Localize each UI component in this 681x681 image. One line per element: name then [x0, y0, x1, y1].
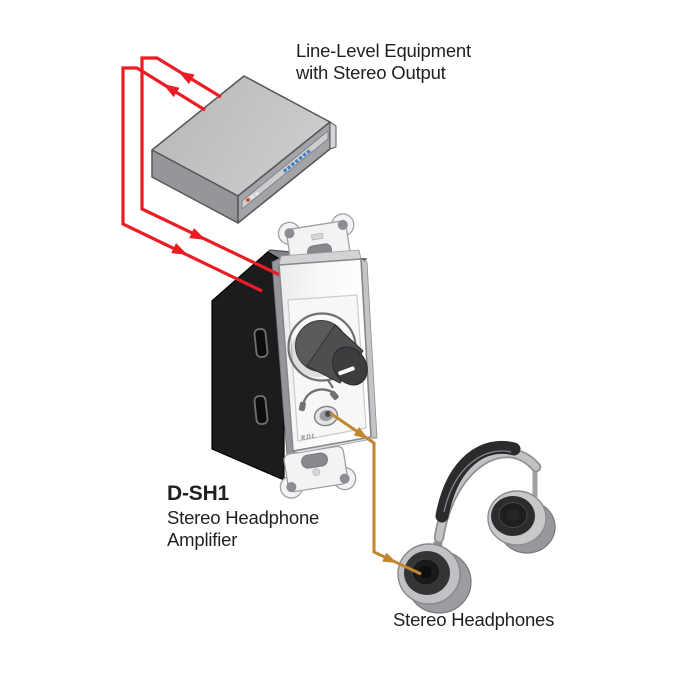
cable-arrow	[353, 427, 368, 439]
signal-wires	[121, 56, 285, 293]
volume-arc-tick	[327, 379, 334, 389]
equipment-button	[250, 194, 255, 200]
wire-arrow	[171, 243, 188, 255]
signal-wire-right-channel	[140, 56, 285, 279]
back-box-knockout	[253, 395, 269, 425]
equipment-label: Line-Level Equipment with Stereo Output	[296, 40, 471, 84]
equipment-end-cap	[329, 121, 337, 150]
headphones-label: Stereo Headphones	[393, 609, 555, 630]
amplifier-label: D-SH1 Stereo Headphone Amplifier	[167, 481, 319, 551]
wire-arrow	[189, 228, 206, 240]
headphone-cable-line	[329, 411, 422, 576]
equipment-button	[254, 191, 260, 197]
bracket-screw-hole	[337, 219, 348, 230]
back-box-side	[211, 251, 285, 481]
right-ear-cup	[487, 490, 556, 554]
amplifier-label-line1: Stereo Headphone	[167, 507, 320, 528]
wall-plate-amplifier: RDL	[278, 249, 378, 454]
bracket-notch	[312, 468, 321, 476]
headphone-cable-arrows	[353, 427, 397, 563]
wire-arrow	[163, 84, 180, 98]
volume-knob[interactable]	[290, 320, 374, 392]
knob-face	[332, 346, 368, 386]
equipment-label-line2: with Stereo Output	[296, 62, 446, 83]
plate-brand-text: RDL	[299, 432, 316, 442]
bracket-screw-hole	[284, 228, 295, 239]
knob-slot	[338, 366, 355, 376]
signal-wire-left-channel	[121, 66, 263, 293]
amplifier-model-label: D-SH1	[167, 482, 230, 505]
wire-arrow	[178, 71, 195, 84]
signal-wire-arrows	[163, 71, 206, 255]
bracket-screw-hole	[286, 482, 297, 493]
headphone-icon	[298, 388, 339, 412]
stereo-headphones-illustration	[397, 440, 556, 614]
equipment-label-line1: Line-Level Equipment	[296, 40, 471, 61]
amplifier-label-line2: Amplifier	[167, 529, 238, 550]
line-level-equipment-illustration	[151, 75, 337, 224]
equipment-power-led	[246, 198, 250, 202]
bracket-notch	[311, 232, 324, 241]
headband-pad	[435, 440, 521, 523]
bracket-slot	[301, 452, 328, 469]
bracket-screw-hole	[339, 473, 350, 484]
headband-pad-seam	[443, 450, 512, 513]
back-box-knockout	[253, 328, 269, 358]
cable-arrow	[382, 552, 397, 563]
headphone-jack[interactable]	[313, 404, 339, 427]
headphone-cable	[329, 411, 422, 576]
equipment-led-row	[282, 149, 311, 173]
bottom-mounting-bracket	[279, 445, 357, 499]
left-ear-cup	[397, 543, 472, 614]
